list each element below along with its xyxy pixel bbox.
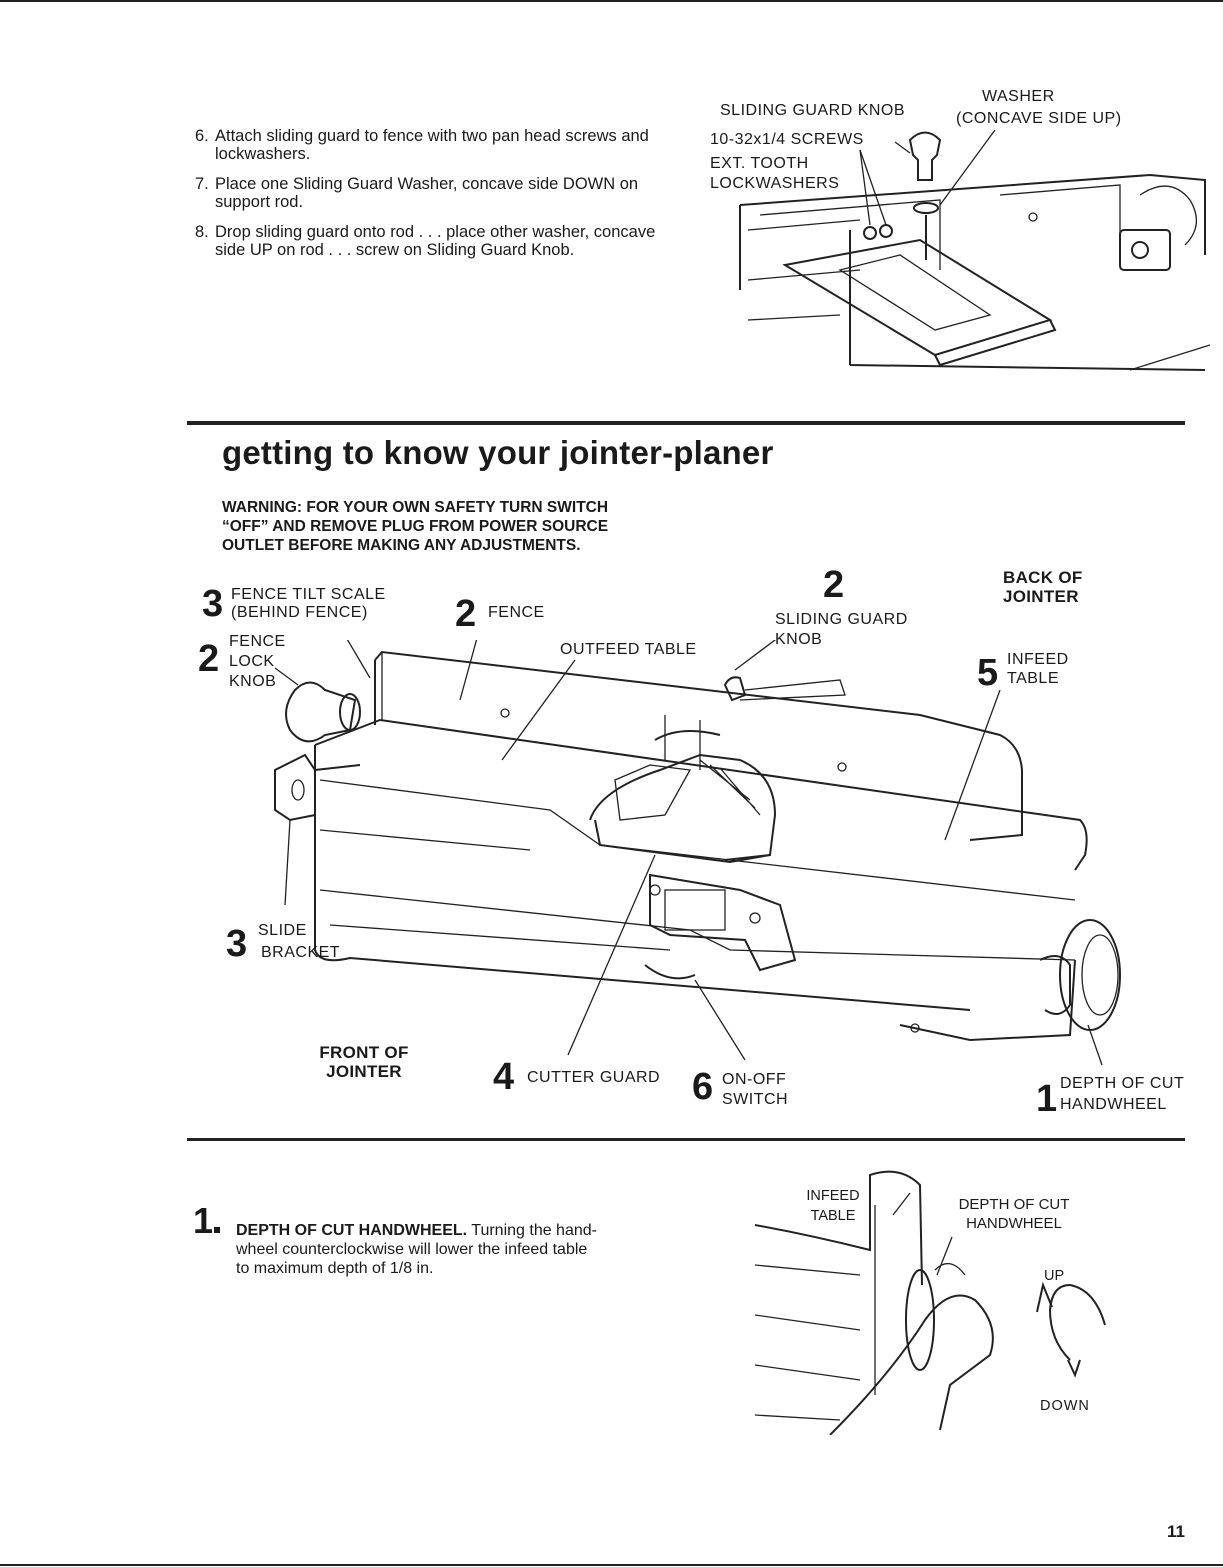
bottom-infeed-label: INFEED TABLE [805,1186,861,1226]
number-bullet [214,1227,220,1233]
callout-label: SLIDING GUARD [775,611,908,628]
warning-line: WARNING: FOR YOUR OWN SAFETY TURN SWITCH [222,499,609,516]
callout-label: CUTTER GUARD [527,1069,661,1086]
safety-warning: WARNING: FOR YOUR OWN SAFETY TURN SWITCH… [222,498,608,555]
sliding-guard-illustration [739,129,1211,371]
callout-label: FENCE TILT SCALE [231,586,386,603]
callout-label: KNOB [229,673,277,690]
back-of-jointer-label: BACK OF JOINTER [1003,568,1083,606]
handwheel-illustration [754,1170,1106,1435]
up-label: UP [1044,1268,1065,1284]
callout-label: HANDWHEEL [1060,1096,1167,1113]
infeed-line: TABLE [810,1208,856,1224]
callout-number: 2 [823,564,845,606]
front-line: FRONT OF [319,1043,409,1062]
screws-label: 10-32x1/4 SCREWS [710,131,864,148]
callout-label: FENCE [229,633,286,650]
bottom-depth-label: DEPTH OF CUT HANDWHEEL [944,1195,1084,1233]
callout-label: INFEED [1007,651,1069,668]
callout-label: BRACKET [261,944,341,961]
callout-label: TABLE [1007,670,1059,687]
callout-number: 5 [977,652,999,694]
jointer-illustration [274,640,1121,1066]
callout-number: 2 [455,593,477,635]
depth-line: DEPTH OF CUT [958,1196,1070,1213]
callout-number: 3 [226,923,248,965]
outfeed-table-label: OUTFEED TABLE [560,641,697,658]
callout-label: FENCE [488,604,545,621]
warning-line: OUTLET BEFORE MAKING ANY ADJUSTMENTS. [222,537,581,554]
callout-label: SWITCH [722,1091,789,1108]
step-number: 8. [195,223,209,241]
depth-line: HANDWHEEL [966,1215,1062,1232]
callout-label: SLIDE [258,922,307,939]
front-line: JOINTER [326,1062,402,1081]
sliding-guard-knob-label: SLIDING GUARD KNOB [720,102,906,119]
step-text: Place one Sliding Guard Washer, concave … [215,175,639,211]
depth-handwheel-description: DEPTH OF CUT HANDWHEEL. Turning the hand… [236,1221,676,1278]
back-line: JOINTER [1003,587,1079,606]
callout-label: DEPTH OF CUT [1060,1075,1185,1092]
step-number: 6. [195,127,209,145]
washer-concave-label: (CONCAVE SIDE UP) [956,110,1122,127]
lockwashers-label: LOCKWASHERS [710,175,840,192]
callout-number: 4 [493,1056,515,1098]
item-heading: DEPTH OF CUT HANDWHEEL. [236,1222,468,1239]
item-text: to maximum depth of 1/8 in. [236,1260,434,1277]
warning-line: “OFF” AND REMOVE PLUG FROM POWER SOURCE [222,518,609,535]
callout-label: ON-OFF [722,1071,787,1088]
section-title: getting to know your jointer-planer [222,434,774,471]
callout-number: 6 [692,1066,714,1108]
step-text: Attach sliding guard to fence with two p… [215,127,649,163]
down-label: DOWN [1040,1398,1090,1414]
item-text: wheel counterclockwise will lower the in… [236,1241,588,1258]
washer-label: WASHER [982,88,1055,105]
callout-label: (BEHIND FENCE) [231,604,368,621]
step-text: Drop sliding guard onto rod . . . place … [215,223,656,259]
callout-label: KNOB [775,631,823,648]
callout-label: LOCK [229,653,275,670]
back-line: BACK OF [1003,568,1083,587]
bottom-border [0,1564,1223,1566]
step-number: 7. [195,175,209,193]
infeed-line: INFEED [806,1188,860,1204]
ext-tooth-label: EXT. TOOTH [710,155,809,172]
callout-number: 3 [202,583,224,625]
callout-number: 1 [1036,1078,1058,1120]
depth-handwheel-number: 1 [193,1200,214,1241]
callout-number: 2 [198,638,220,680]
section-divider-bottom [187,1138,1185,1141]
item-text: Turning the hand- [471,1222,597,1239]
section-divider-top [187,421,1185,425]
page-number: 11 [1167,1522,1185,1541]
top-border [0,0,1223,2]
front-of-jointer-label: FRONT OF JOINTER [311,1043,417,1081]
